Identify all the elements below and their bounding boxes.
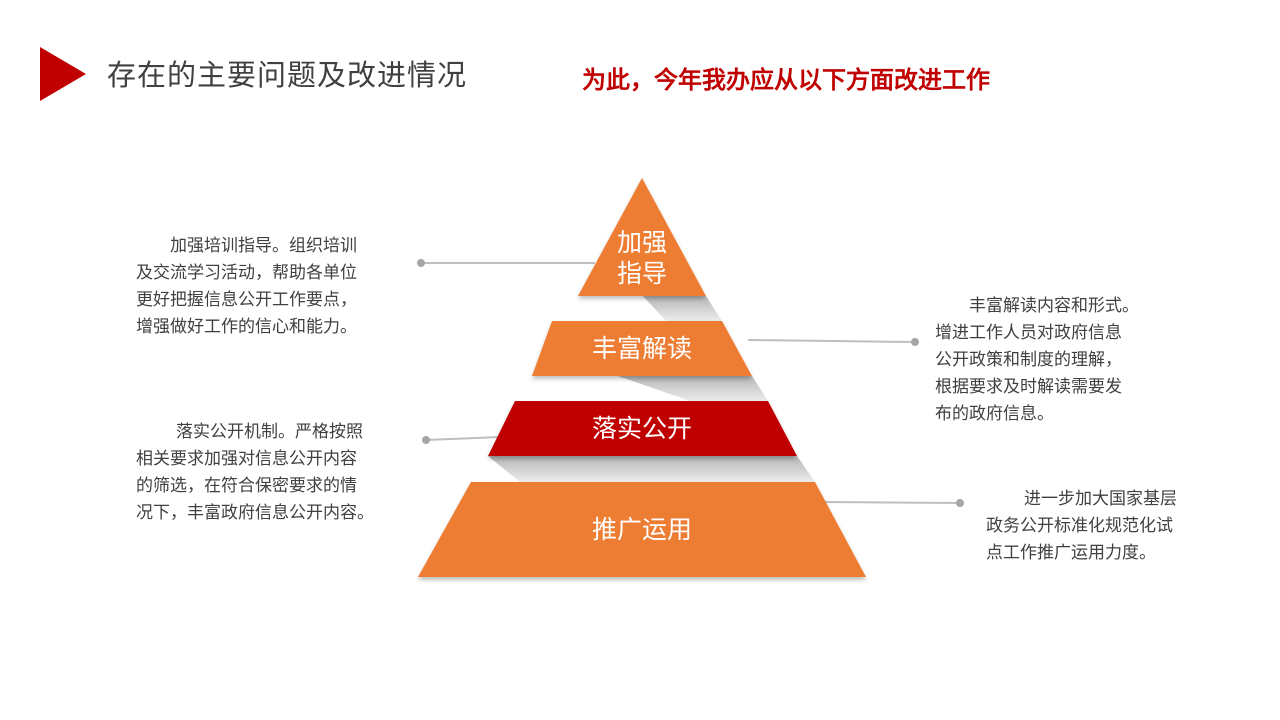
description-promotion: 进一步加大国家基层 政务公开标准化规范化试 点工作推广运用力度。 <box>986 486 1177 567</box>
description-disclosure-line: 落实公开机制。严格按照 <box>176 422 363 442</box>
title-marker-icon <box>40 47 86 101</box>
pyramid-level-4-label: 推广运用 <box>591 515 692 544</box>
pyramid-level-1-label-line1: 加强 <box>616 228 667 257</box>
pyramid-level-3-label: 落实公开 <box>591 414 692 443</box>
pyramid-shadow-band-3 <box>488 456 815 482</box>
connector-promotion <box>824 499 964 507</box>
description-promotion-line: 点工作推广运用力度。 <box>986 543 1156 563</box>
pyramid-shadow-band-1 <box>643 296 722 321</box>
pyramid-level-1-label-line2: 指导 <box>616 259 667 289</box>
description-disclosure-line: 相关要求加强对信息公开内容 <box>136 449 357 469</box>
description-interpretation: 丰富解读内容和形式。 增进工作人员对政府信息 公开政策和制度的理解， 根据要求及… <box>935 293 1139 428</box>
description-interpretation-line: 公开政策和制度的理解， <box>935 350 1122 370</box>
page-title: 存在的主要问题及改进情况 <box>107 58 468 92</box>
description-training-line: 增强做好工作的信心和能力。 <box>136 317 357 337</box>
description-training-line: 及交流学习活动，帮助各单位 <box>136 263 357 283</box>
description-training-line: 加强培训指导。组织培训 <box>170 236 357 256</box>
description-interpretation-line: 增进工作人员对政府信息 <box>935 323 1122 343</box>
pyramid-level-2-label: 丰富解读 <box>591 334 692 363</box>
description-training: 加强培训指导。组织培训 及交流学习活动，帮助各单位 更好把握信息公开工作要点， … <box>136 233 357 341</box>
description-promotion-line: 进一步加大国家基层 <box>1024 489 1177 509</box>
pyramid-shadow-band-2 <box>618 376 768 401</box>
description-promotion-line: 政务公开标准化规范化试 <box>986 516 1173 536</box>
description-disclosure-line: 的筛选，在符合保密要求的情 <box>136 476 357 496</box>
page-subtitle: 为此，今年我办应从以下方面改进工作 <box>582 66 990 94</box>
description-disclosure-line: 况下，丰富政府信息公开内容。 <box>136 503 374 523</box>
description-interpretation-line: 布的政府信息。 <box>935 404 1054 424</box>
pyramid-level-1 <box>578 178 706 296</box>
connector-interpretation <box>747 338 919 346</box>
pyramid-level-2 <box>532 321 752 376</box>
connector-training <box>417 259 595 267</box>
description-training-line: 更好把握信息公开工作要点， <box>136 290 357 310</box>
connector-disclosure <box>422 436 501 444</box>
pyramid-level-3 <box>488 401 797 456</box>
pyramid-level-1-label: 加强 指导 <box>602 227 682 290</box>
pyramid-level-4 <box>418 482 866 577</box>
description-interpretation-line: 丰富解读内容和形式。 <box>969 296 1139 316</box>
description-disclosure: 落实公开机制。严格按照 相关要求加强对信息公开内容 的筛选，在符合保密要求的情 … <box>136 419 374 527</box>
description-interpretation-line: 根据要求及时解读需要发 <box>935 377 1122 397</box>
